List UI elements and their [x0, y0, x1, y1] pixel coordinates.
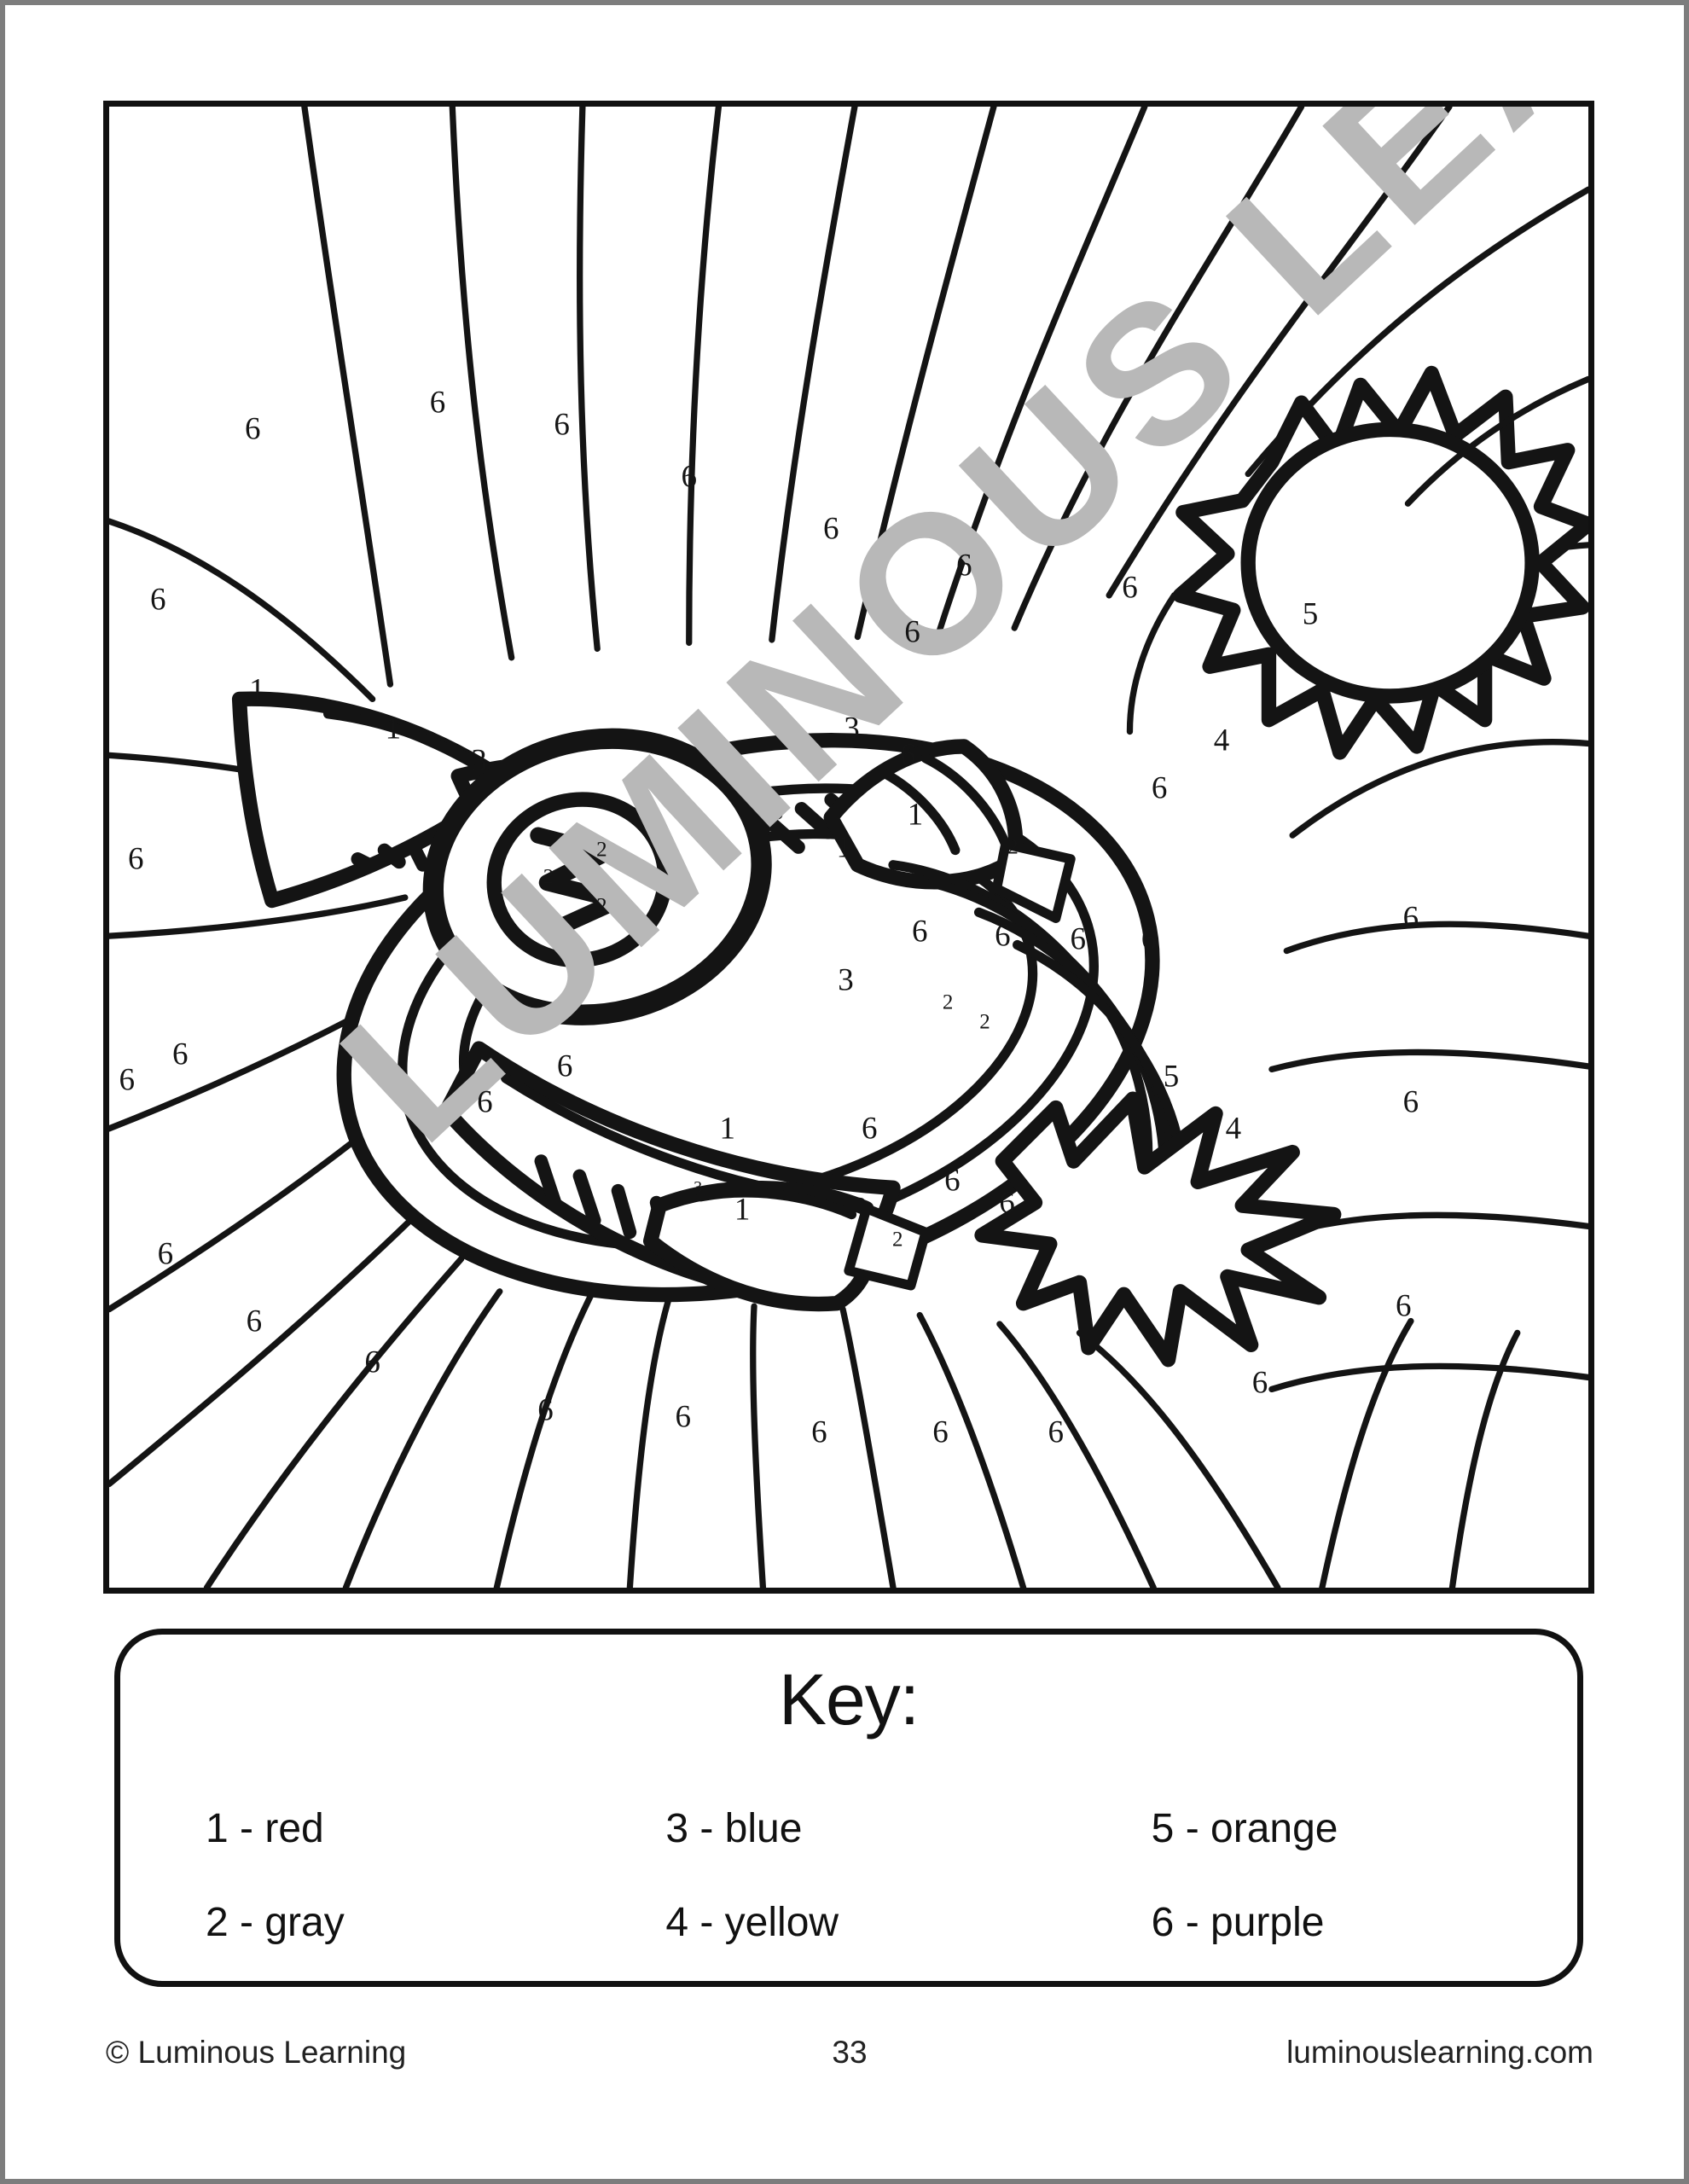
region-number: 6: [681, 459, 697, 495]
region-number: 6: [1402, 900, 1419, 936]
background-sun-curves: [1126, 375, 1588, 735]
copyright-text: © Luminous Learning: [106, 2035, 407, 2070]
region-number: 3: [694, 1178, 703, 1198]
region-number: 4: [1225, 1111, 1242, 1147]
region-number: 3: [844, 711, 860, 746]
region-number: 6: [811, 1414, 827, 1450]
region-number: 6: [932, 1414, 949, 1450]
key-entry-2: 2 - gray: [206, 1899, 345, 1945]
region-number: 6: [429, 385, 446, 421]
region-number: 1: [734, 1192, 751, 1228]
region-number: 1: [249, 672, 265, 708]
region-number: 5: [1302, 596, 1319, 632]
page-footer: © Luminous Learning 33 luminouslearning.…: [106, 2027, 1593, 2078]
region-number: 4: [1213, 723, 1230, 758]
region-number: 2: [596, 838, 607, 862]
key-entry-4: 4 - yellow: [665, 1899, 839, 1945]
region-number: 6: [995, 918, 1011, 954]
region-number: 6: [364, 1345, 380, 1380]
region-number: 6: [1151, 770, 1168, 806]
region-number: 6: [246, 1304, 263, 1339]
region-number: 6: [675, 1399, 692, 1435]
region-number: 6: [537, 1392, 554, 1428]
website-url: luminouslearning.com: [1286, 2035, 1593, 2070]
sun: [1172, 365, 1588, 760]
region-number: 6: [477, 1084, 493, 1120]
rocket-porthole: [422, 728, 772, 1025]
region-number: 6: [1402, 1084, 1419, 1120]
region-number: 6: [244, 411, 261, 447]
region-number: 6: [956, 548, 972, 584]
region-number: 6: [149, 582, 166, 618]
region-number: 6: [911, 914, 928, 950]
region-number: 6: [900, 737, 916, 773]
region-number: 1: [385, 711, 402, 746]
small-rocket-lower: [642, 1181, 931, 1312]
porthole-zigzag: [530, 827, 627, 938]
background-bottom-rays: [493, 1291, 1281, 1588]
region-number: 2: [596, 894, 607, 918]
region-number: 6: [1070, 921, 1087, 957]
region-number: 6: [127, 841, 144, 877]
key-title: Key:: [778, 1659, 920, 1740]
region-number: 6: [157, 1236, 174, 1272]
speed-marks-left: [351, 840, 430, 872]
region-number: 2: [942, 990, 954, 1014]
region-number: 6: [904, 614, 920, 650]
region-number: 6: [862, 1111, 878, 1147]
region-number: 6: [822, 511, 839, 547]
region-number: 2: [543, 865, 554, 889]
region-number: 6: [999, 1185, 1015, 1221]
region-number: 1: [907, 797, 924, 833]
coloring-picture-frame: .ln { fill:none; stroke:#141414; stroke-…: [103, 101, 1594, 1594]
region-number: 2: [1007, 835, 1019, 859]
region-number: 6: [944, 1163, 961, 1199]
region-number: 2: [891, 1228, 903, 1252]
region-number: 2: [979, 1010, 990, 1034]
sun-core: [1240, 421, 1540, 704]
key-entry-1: 1 - red: [206, 1805, 324, 1851]
region-number: 6: [1251, 1365, 1268, 1401]
key-entry-6: 6 - purple: [1151, 1899, 1325, 1945]
small-rocket-upper: [823, 739, 1076, 923]
region-number: 6: [554, 407, 570, 443]
key-entry-5: 5 - orange: [1151, 1805, 1338, 1851]
region-number: 6: [171, 1037, 189, 1072]
region-number: 3: [838, 962, 854, 998]
color-by-number-artwork: .ln { fill:none; stroke:#141414; stroke-…: [109, 107, 1588, 1588]
region-number: 5: [1163, 1059, 1180, 1095]
page-number: 33: [832, 2035, 868, 2070]
key-grid: 1 - red 3 - blue 5 - orange 2 - gray 4 -…: [120, 1781, 1577, 1969]
region-number: 6: [1122, 570, 1138, 606]
exhaust-flame: [974, 1091, 1342, 1368]
region-number: 6: [556, 1048, 573, 1084]
region-number: 1: [719, 1111, 736, 1147]
region-number: 6: [119, 1062, 136, 1098]
region-number: 3: [471, 743, 487, 779]
region-number: 1: [836, 829, 853, 865]
region-number: 6: [1141, 921, 1158, 957]
color-key-box: Key: 1 - red 3 - blue 5 - orange 2 - gra…: [114, 1629, 1583, 1987]
region-number: 6: [1048, 1414, 1065, 1450]
region-number: 6: [1396, 1288, 1412, 1324]
key-entry-3: 3 - blue: [665, 1805, 803, 1851]
